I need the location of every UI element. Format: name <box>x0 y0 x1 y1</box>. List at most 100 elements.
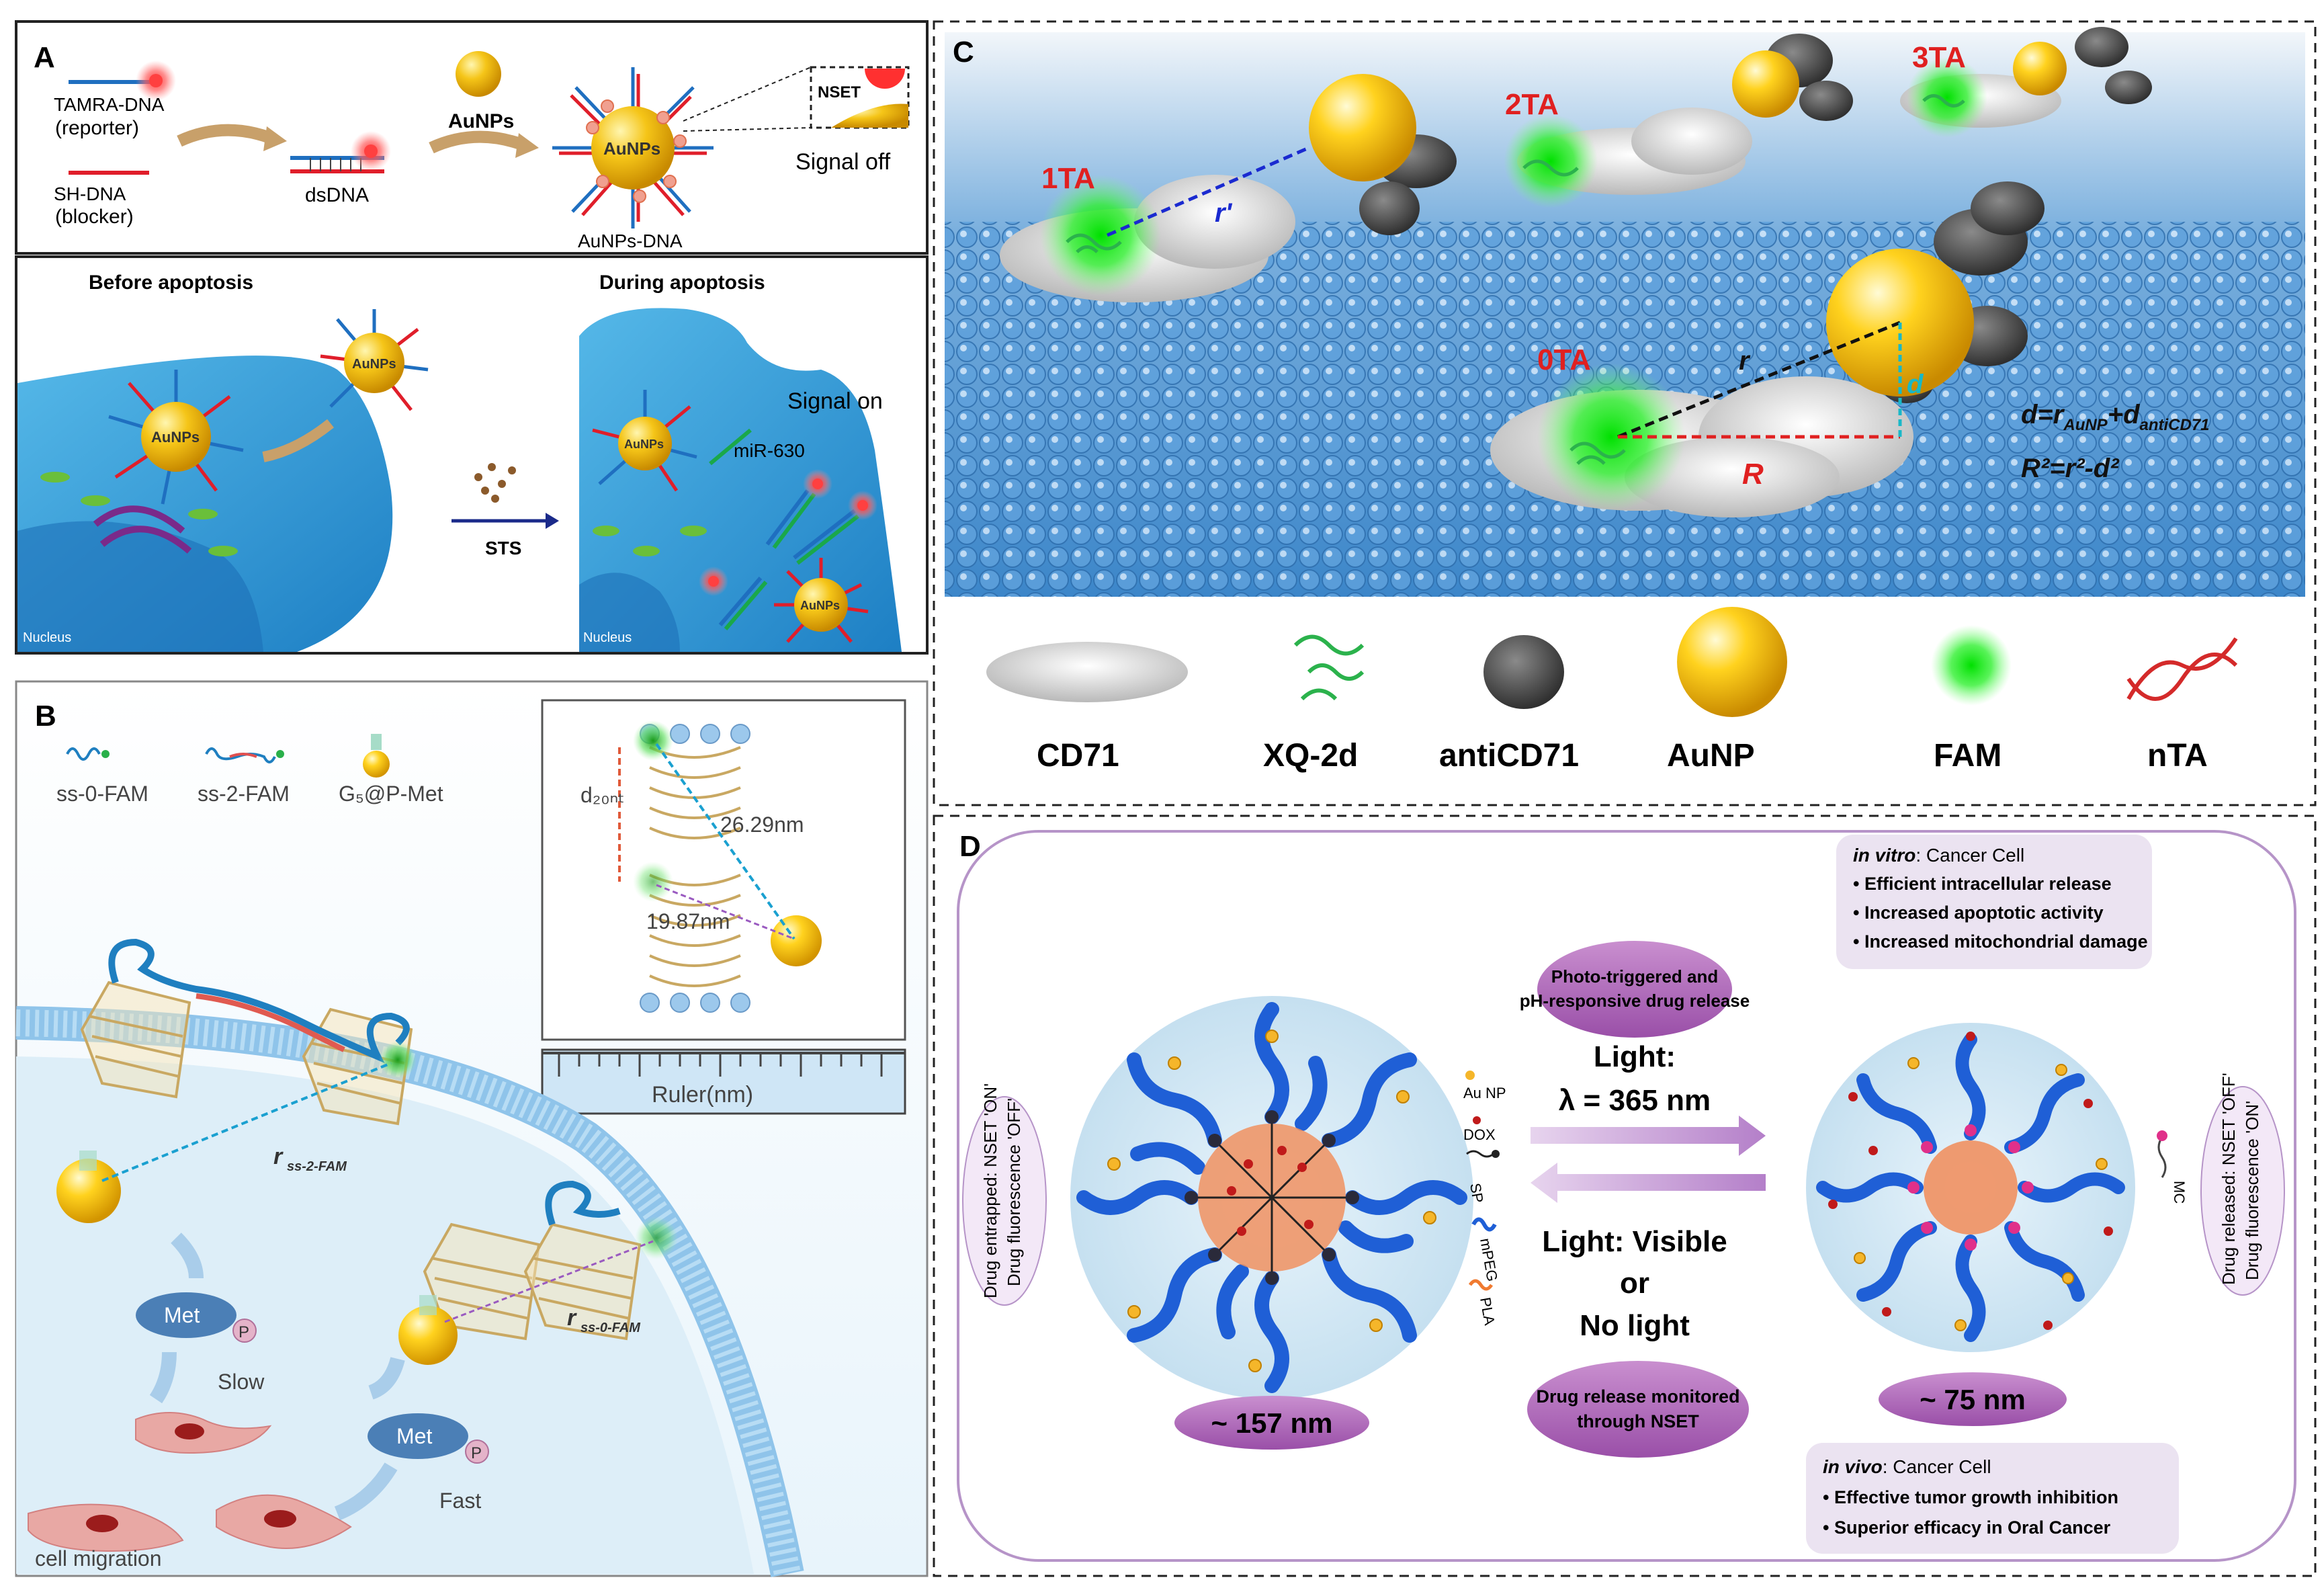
aunps-released-label: AuNPs <box>800 599 840 612</box>
arrow-1 <box>177 124 273 147</box>
aunp-3ta <box>2013 42 2067 95</box>
r-ss0-sub: ss-0-FAM <box>580 1321 641 1335</box>
dsdna-dye <box>364 144 378 158</box>
ss0-fam <box>635 1216 678 1259</box>
legend-fam-label: FAM <box>1934 738 2002 774</box>
nucleus-before <box>17 521 263 652</box>
r-ss2-label: r <box>273 1144 284 1169</box>
panel-b: B ss-0-FAM ss-2-FAM G₅@P-Met d₂₀ₙₜ 26.29… <box>15 680 929 1577</box>
arrow-slow <box>149 1351 177 1404</box>
slow-label: Slow <box>218 1370 265 1394</box>
arrow-2-head <box>515 133 539 158</box>
label-3ta: 3TA <box>1912 41 1966 74</box>
monitor-line2: through NSET <box>1577 1411 1699 1431</box>
invivo-heading: in vivo: Cancer Cell <box>1823 1456 1991 1477</box>
panel-a-letter: A <box>34 41 55 74</box>
legend-ss2-red <box>229 753 257 758</box>
fam-1ta <box>1040 175 1161 296</box>
monitor-line1: Drug release monitored <box>1536 1386 1739 1407</box>
signal-on-label: Signal on <box>787 388 883 414</box>
arrow-left <box>1531 1163 1766 1203</box>
dsdna-label: dsDNA <box>305 184 369 206</box>
light-4: or <box>1620 1267 1649 1300</box>
nucleus-during <box>579 573 680 652</box>
aunps-before-label: AuNPs <box>151 429 200 446</box>
label-2ta: 2TA <box>1505 88 1559 121</box>
micelle-right-arms <box>1816 1032 2125 1342</box>
right-side-oval <box>2200 1086 2285 1296</box>
fast-label: Fast <box>439 1489 481 1513</box>
sts-label: STS <box>485 538 521 558</box>
membrane-lipids <box>15 1009 801 1577</box>
r-ss2-sub: ss-2-FAM <box>287 1159 347 1174</box>
panel-a: A TAMRA-DNA (reporter) SH-DNA (blocker) … <box>15 20 929 655</box>
panel-b-figure: B ss-0-FAM ss-2-FAM G₅@P-Met d₂₀ₙₜ 26.29… <box>15 680 929 1577</box>
er-before-2 <box>99 526 192 554</box>
dist1-label: 26.29nm <box>720 812 804 837</box>
aunp-cell-during <box>592 390 697 492</box>
dist2-line <box>656 884 795 940</box>
arrow-2 <box>429 130 525 154</box>
size-right-oval <box>1879 1372 2067 1426</box>
mir630-label: miR-630 <box>734 440 805 461</box>
cell-1-nucleus <box>175 1423 204 1439</box>
ss2-fam <box>379 1041 417 1079</box>
nset-dye <box>865 69 905 89</box>
size-left-oval <box>1174 1396 1369 1450</box>
r-label: r <box>1739 346 1751 376</box>
tamra-dna-label: TAMRA-DNA <box>54 94 165 115</box>
r-ss0-line <box>444 1240 654 1323</box>
aunp-cell-before <box>108 370 244 505</box>
nset-guide-1 <box>683 67 812 122</box>
arrow-fast <box>334 1462 398 1521</box>
aunp-1ta <box>1309 74 1416 181</box>
panel-c-figure: C 1TA 2TA 3TA 0TA r' r R d d=rAuNP+danti… <box>933 20 2317 806</box>
aunps-dna-label: AuNPs-DNA <box>578 231 683 251</box>
ruler-bar <box>541 1048 906 1115</box>
xq2d-aptamers <box>1066 94 1965 465</box>
legend-ss2-icon <box>205 747 276 763</box>
legend-g5-icon <box>363 751 390 778</box>
legend-cd71-label: CD71 <box>1037 738 1119 774</box>
dist1-line <box>655 743 795 940</box>
legend-anticd71-icon <box>1483 635 1564 709</box>
aunp-outside <box>320 309 429 411</box>
ruler-label: Ruler(nm) <box>652 1082 753 1108</box>
legend-aunp-d: Au NP <box>1463 1085 1506 1101</box>
photo-line2: pH-responsive drug release <box>1520 991 1750 1011</box>
legend-g5-label: G₅@P-Met <box>339 782 443 806</box>
invivo-item-2: • Superior efficacy in Oral Cancer <box>1823 1517 2111 1538</box>
legend-mc-dot <box>2157 1130 2167 1141</box>
ss2-linker <box>196 993 345 1052</box>
cell-3-nucleus <box>264 1510 296 1528</box>
er-before <box>93 505 185 534</box>
legend-xq2d-label: XQ-2d <box>1263 738 1358 774</box>
arrow-to-met-slow <box>171 1233 204 1279</box>
g5-nanoparticle-1 <box>56 1159 121 1223</box>
label-0ta: 0TA <box>1537 343 1591 376</box>
mir630-strand <box>709 428 752 466</box>
right-side-text-1: Drug released: NSET 'OFF' <box>2219 1073 2239 1285</box>
sts-dots <box>474 463 516 503</box>
fam-2ta <box>1504 114 1598 208</box>
sh-dna-label: SH-DNA <box>54 183 126 204</box>
legend-nta-icon <box>2126 637 2238 701</box>
legend-ss0-label: ss-0-FAM <box>56 782 148 806</box>
label-1ta: 1TA <box>1041 162 1095 195</box>
met-slow <box>136 1292 236 1338</box>
p-slow <box>232 1319 257 1343</box>
nset-guide-2 <box>683 127 812 132</box>
arrow-right <box>1531 1116 1766 1156</box>
cell-2-nucleus <box>86 1515 118 1532</box>
aunps-outside-label: AuNPs <box>352 357 396 372</box>
aunps-during-label: AuNPs <box>624 437 664 451</box>
aunps-label: AuNPs <box>448 110 514 132</box>
legend-aunp-label: AuNP <box>1667 738 1755 774</box>
met-slow-label: Met <box>164 1303 200 1327</box>
p-fast <box>465 1439 489 1464</box>
aunp-2ta <box>1732 50 1799 118</box>
fam-0ta <box>1537 363 1685 511</box>
p-fast-label: P <box>471 1444 482 1462</box>
left-side-oval <box>962 1096 1047 1306</box>
light-5: No light <box>1580 1309 1690 1342</box>
